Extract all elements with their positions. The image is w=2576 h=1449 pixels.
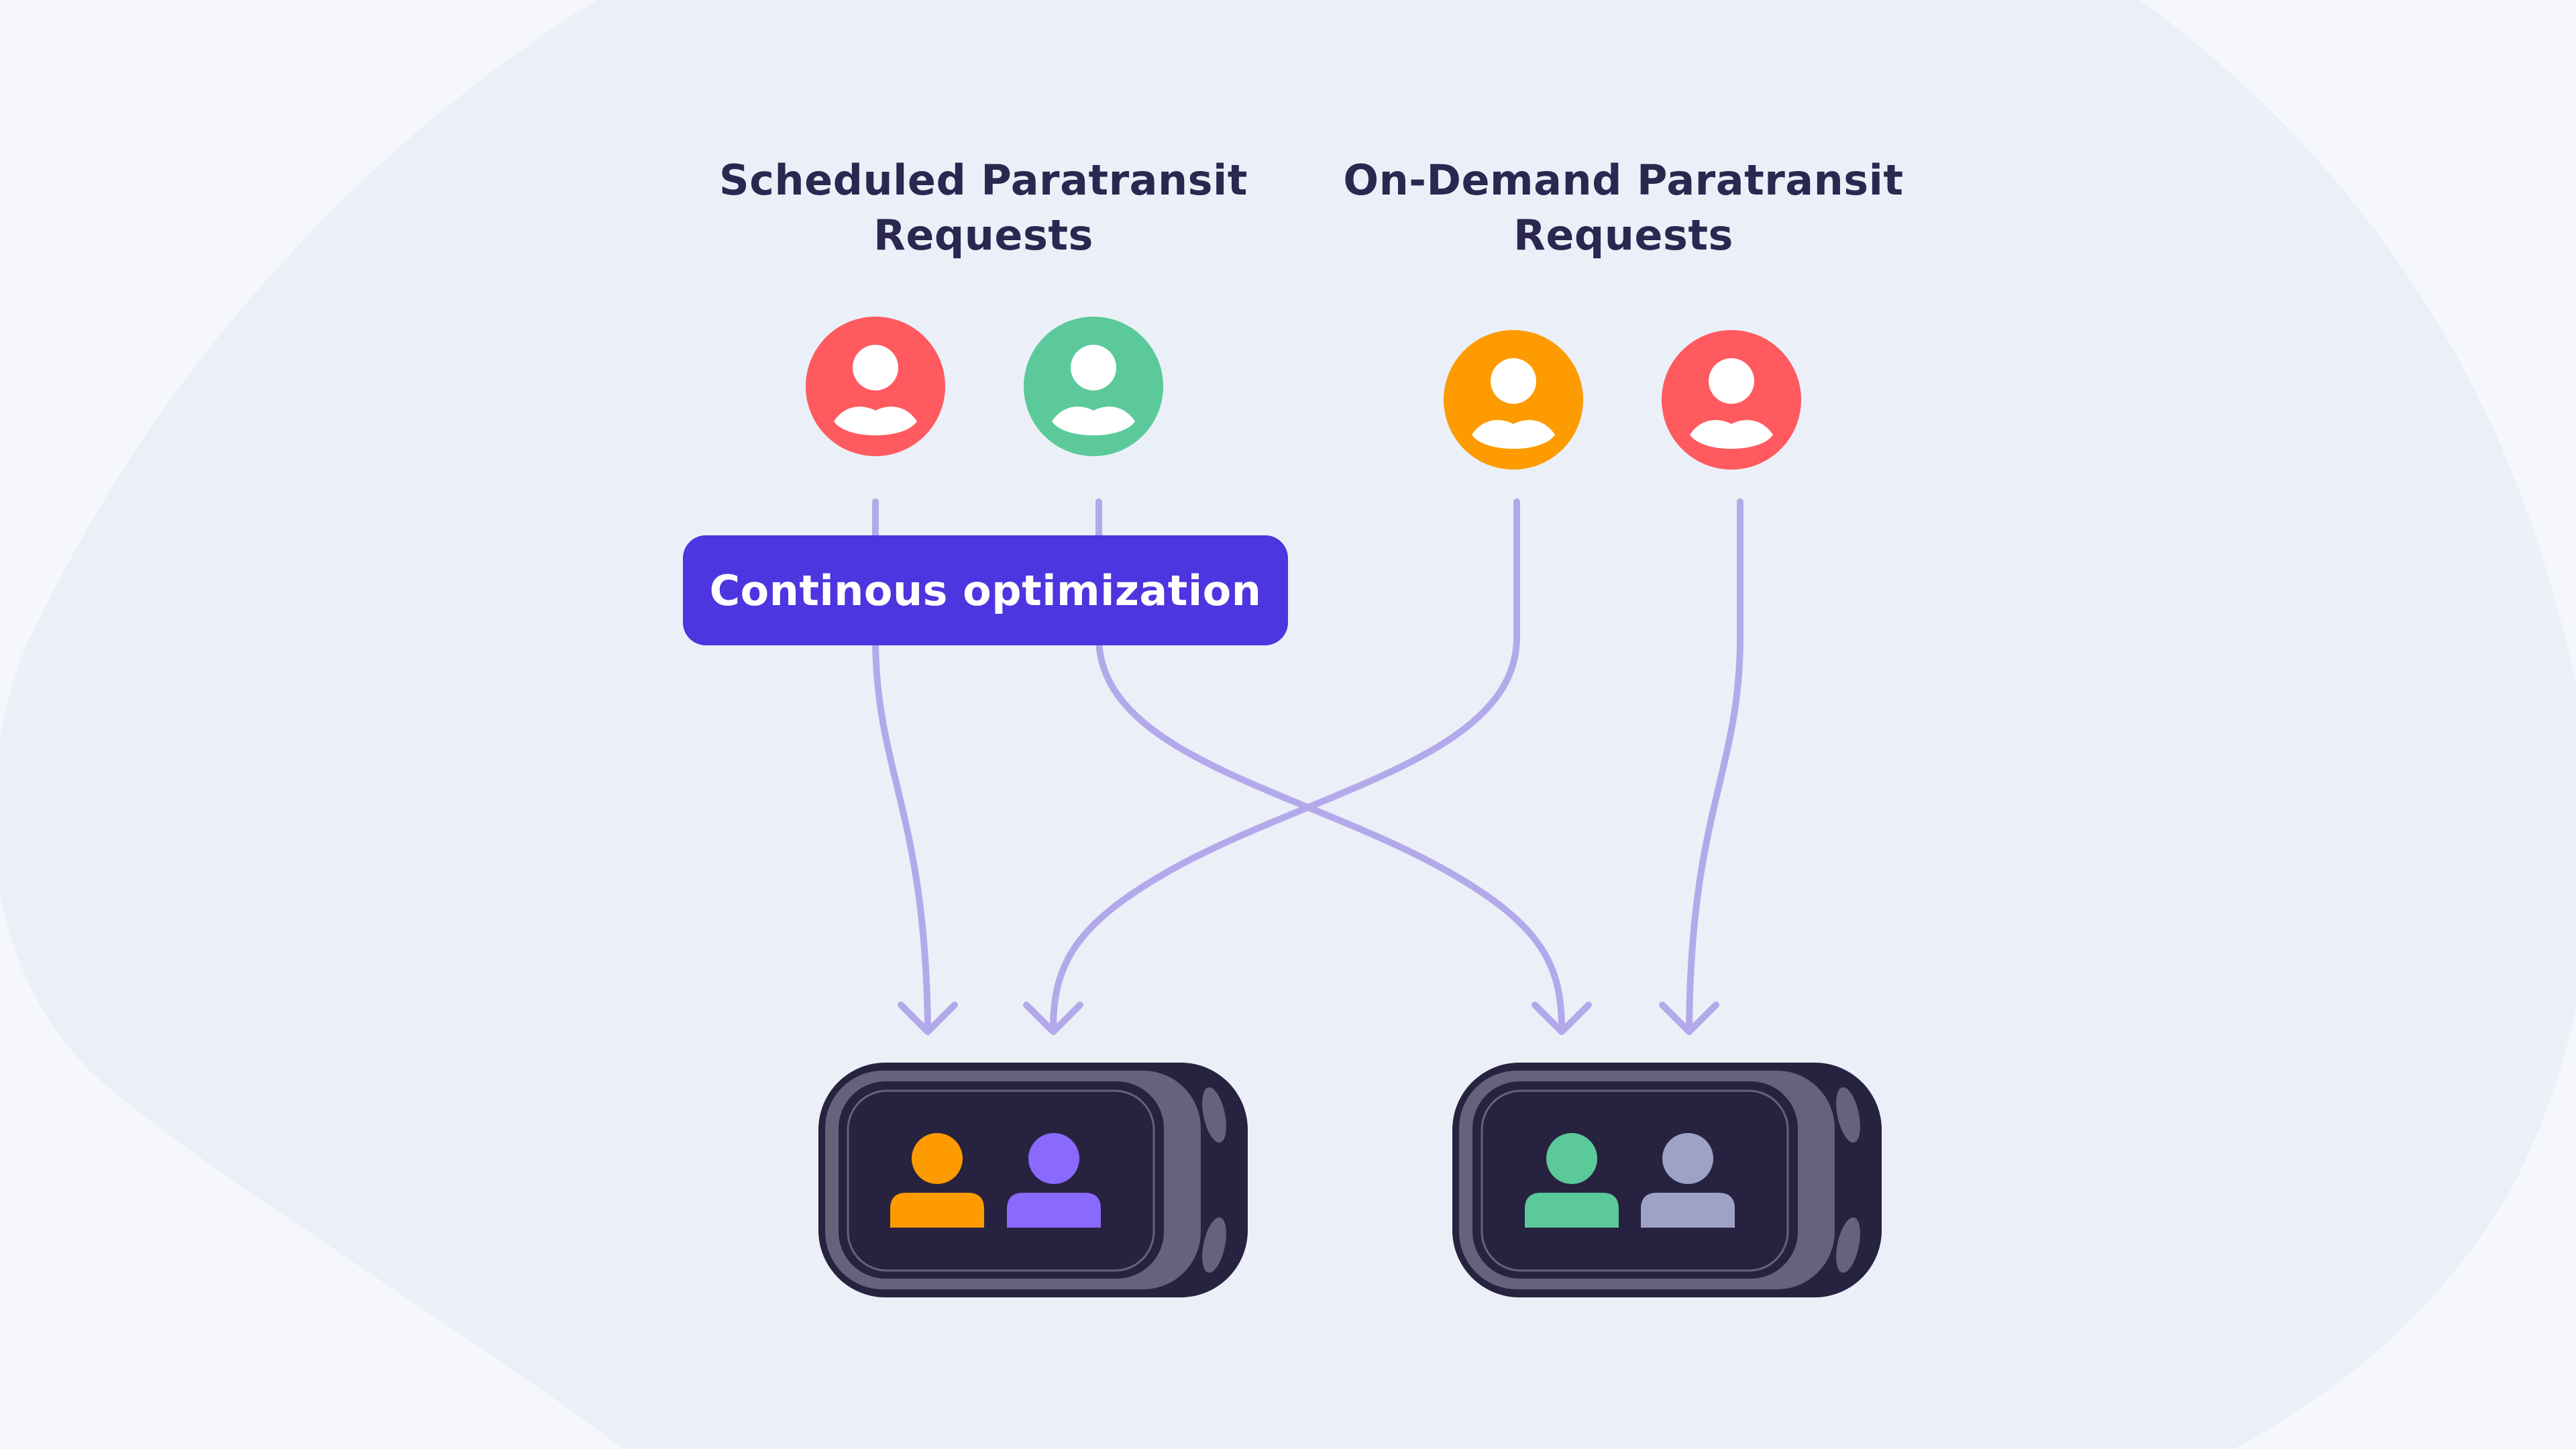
arrowhead-3 — [1532, 1002, 1592, 1035]
connector-scheduled-1-to-vehicle-1 — [872, 498, 931, 1033]
connector-ondemand-1-to-vehicle-1 — [1050, 498, 1520, 1033]
rider-avatar-scheduled-2 — [1024, 317, 1163, 456]
vehicle-2-passenger-2 — [1641, 1133, 1735, 1228]
rider-avatar-ondemand-1 — [1444, 330, 1583, 470]
on-demand-title-line1: On-Demand Paratransit — [1343, 156, 1904, 205]
vehicle-2 — [1452, 1063, 1882, 1297]
vehicle-2-light-top — [1836, 1087, 1860, 1143]
scheduled-title-line1: Scheduled Paratransit — [719, 156, 1248, 205]
optimization-badge: Continous optimization — [683, 535, 1288, 645]
connector-scheduled-2-to-vehicle-2 — [1095, 498, 1565, 1033]
rider-avatar-scheduled-1 — [806, 317, 945, 456]
vehicle-2-light-bottom — [1836, 1217, 1860, 1273]
vehicle-1-light-bottom — [1202, 1217, 1226, 1273]
arrowhead-2 — [1023, 1002, 1083, 1035]
connector-ondemand-2-to-vehicle-2 — [1686, 498, 1743, 1033]
rider-avatar-ondemand-2 — [1662, 330, 1801, 470]
vehicle-1-passenger-1 — [890, 1133, 984, 1228]
on-demand-title-line2: Requests — [1513, 211, 1733, 260]
scheduled-requests-title: Scheduled Paratransit Requests — [648, 153, 1319, 263]
optimization-label: Continous optimization — [709, 566, 1262, 615]
vehicle-1 — [818, 1063, 1248, 1297]
vehicle-1-passenger-2 — [1007, 1133, 1101, 1228]
scheduled-title-line2: Requests — [873, 211, 1093, 260]
arrowhead-1 — [898, 1002, 958, 1035]
vehicle-1-light-top — [1202, 1087, 1226, 1143]
vehicle-2-passenger-1 — [1525, 1133, 1619, 1228]
on-demand-requests-title: On-Demand Paratransit Requests — [1288, 153, 1959, 263]
arrowhead-4 — [1659, 1002, 1719, 1035]
